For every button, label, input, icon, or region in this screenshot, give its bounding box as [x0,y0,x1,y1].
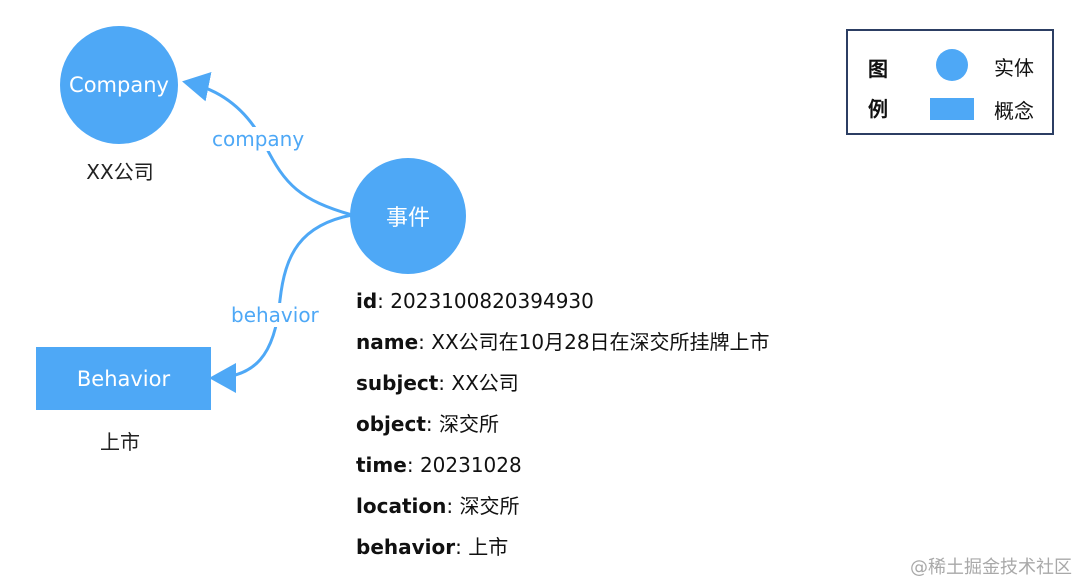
company-node[interactable]: Company [60,26,178,144]
legend: 图 例 实体 概念 [846,29,1054,135]
legend-concept-label: 概念 [994,99,1034,123]
legend-title-1: 图 [868,57,888,81]
property-row: name: XX公司在10月28日在深交所挂牌上市 [356,330,770,354]
event-properties: id: 2023100820394930 name: XX公司在10月28日在深… [356,286,770,573]
behavior-node[interactable]: Behavior [36,347,211,410]
legend-concept-swatch-icon [930,98,974,120]
edge-label-company: company [210,127,307,151]
legend-title-2: 例 [868,97,888,121]
edge-event-to-behavior [209,213,353,393]
event-node[interactable]: 事件 [350,158,466,274]
legend-entity-swatch-icon [936,49,968,81]
behavior-node-label: Behavior [76,366,171,391]
property-row: subject: XX公司 [356,371,519,395]
property-row: id: 2023100820394930 [356,289,594,313]
property-row: location: 深交所 [356,494,520,518]
legend-entity-label: 实体 [994,56,1034,80]
behavior-caption: 上市 [100,430,140,454]
property-row: behavior: 上市 [356,535,509,559]
company-node-label: Company [69,73,169,97]
event-node-label: 事件 [385,206,430,231]
edge-label-behavior: behavior [229,303,321,327]
watermark: @稀土掘金技术社区 [910,557,1072,578]
property-row: object: 深交所 [356,412,500,436]
property-row: time: 20231028 [356,453,522,477]
company-caption: XX公司 [86,160,154,184]
